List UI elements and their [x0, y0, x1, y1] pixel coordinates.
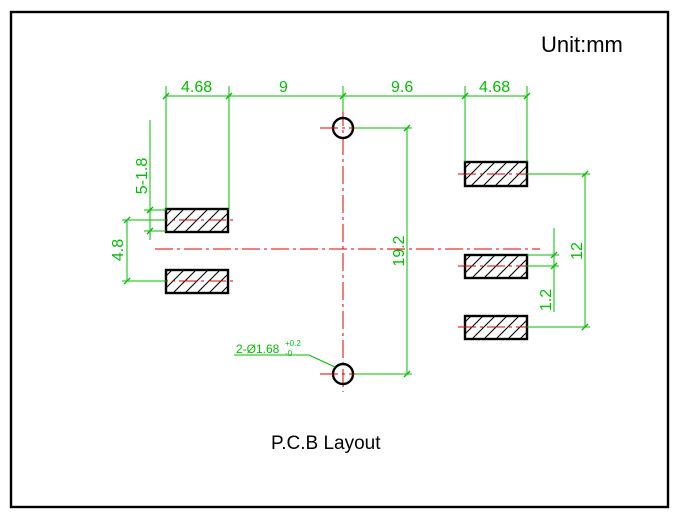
pad-right-1-hatch-line — [464, 161, 484, 181]
dim-hole-spacing: 19.2 — [391, 235, 408, 266]
pad-left-1-hatch-line — [165, 208, 185, 228]
pad-right-1-hatch-line — [506, 165, 528, 187]
pad-right-3-hatch-line — [495, 315, 520, 340]
pad-right-1-hatch-line — [518, 177, 528, 187]
drawing-border — [9, 10, 670, 509]
dimension-lines — [122, 86, 590, 378]
pad-right-3-hatch-line — [519, 331, 528, 340]
dim-spacing-right: 9.6 — [391, 79, 413, 96]
pad-right-2-hatch-line — [471, 254, 496, 279]
pad-right-2-hatch-line — [495, 254, 520, 279]
layout-title: P.C.B Layout — [271, 433, 381, 454]
dim-pad-width-right: 4.68 — [479, 79, 510, 96]
pad-right-1-hatch-line — [494, 161, 520, 187]
pad-left-2-hatch-line — [165, 269, 185, 289]
dim-pad-span-right: 12 — [569, 242, 586, 260]
dim-pad-pitch-right: 1.2 — [538, 289, 555, 311]
pad-right-2-hatch-line — [464, 254, 472, 262]
pad-right-2-hatch-line — [519, 270, 528, 279]
dim-pad-offset-left: 4.8 — [110, 239, 127, 261]
pad-right-3-hatch-line — [507, 319, 528, 340]
pad-left-2-hatch-line — [208, 273, 229, 294]
centerlines — [155, 108, 540, 392]
hole-callout-label: 2-Ø1.68 — [236, 342, 280, 356]
pad-left-1-hatch-line — [165, 208, 173, 216]
hole-callout-tol-lower: -0 — [285, 349, 293, 358]
pad-right-3-hatch-line — [464, 315, 484, 335]
pad-right-1-hatch-line — [464, 161, 472, 169]
pad-right-2-hatch-line — [464, 254, 484, 274]
unit-label: Unit:mm — [541, 32, 623, 57]
mounting-holes — [320, 116, 375, 386]
pad-left-1-hatch-line — [220, 224, 229, 233]
pads — [164, 160, 529, 341]
pad-right-3-hatch-line — [464, 315, 472, 323]
pad-left-2-hatch-line — [165, 269, 173, 277]
pad-right-3-hatch-line — [471, 315, 496, 340]
pad-right-2-hatch-line — [507, 258, 528, 279]
dim-pad-pitch-left: 5-1.8 — [134, 158, 151, 195]
hole-callout-tol-upper: +0.2 — [285, 339, 301, 348]
pad-left-1-hatch-line — [208, 212, 229, 233]
dim-spacing-left: 9 — [279, 79, 288, 96]
dim-pad-width-left: 4.68 — [181, 79, 212, 96]
dimension-labels: 4.68 9 9.6 4.68 5-1.8 4.8 19.2 12 1.2 2-… — [110, 79, 586, 358]
pad-left-2-hatch-line — [220, 285, 229, 294]
